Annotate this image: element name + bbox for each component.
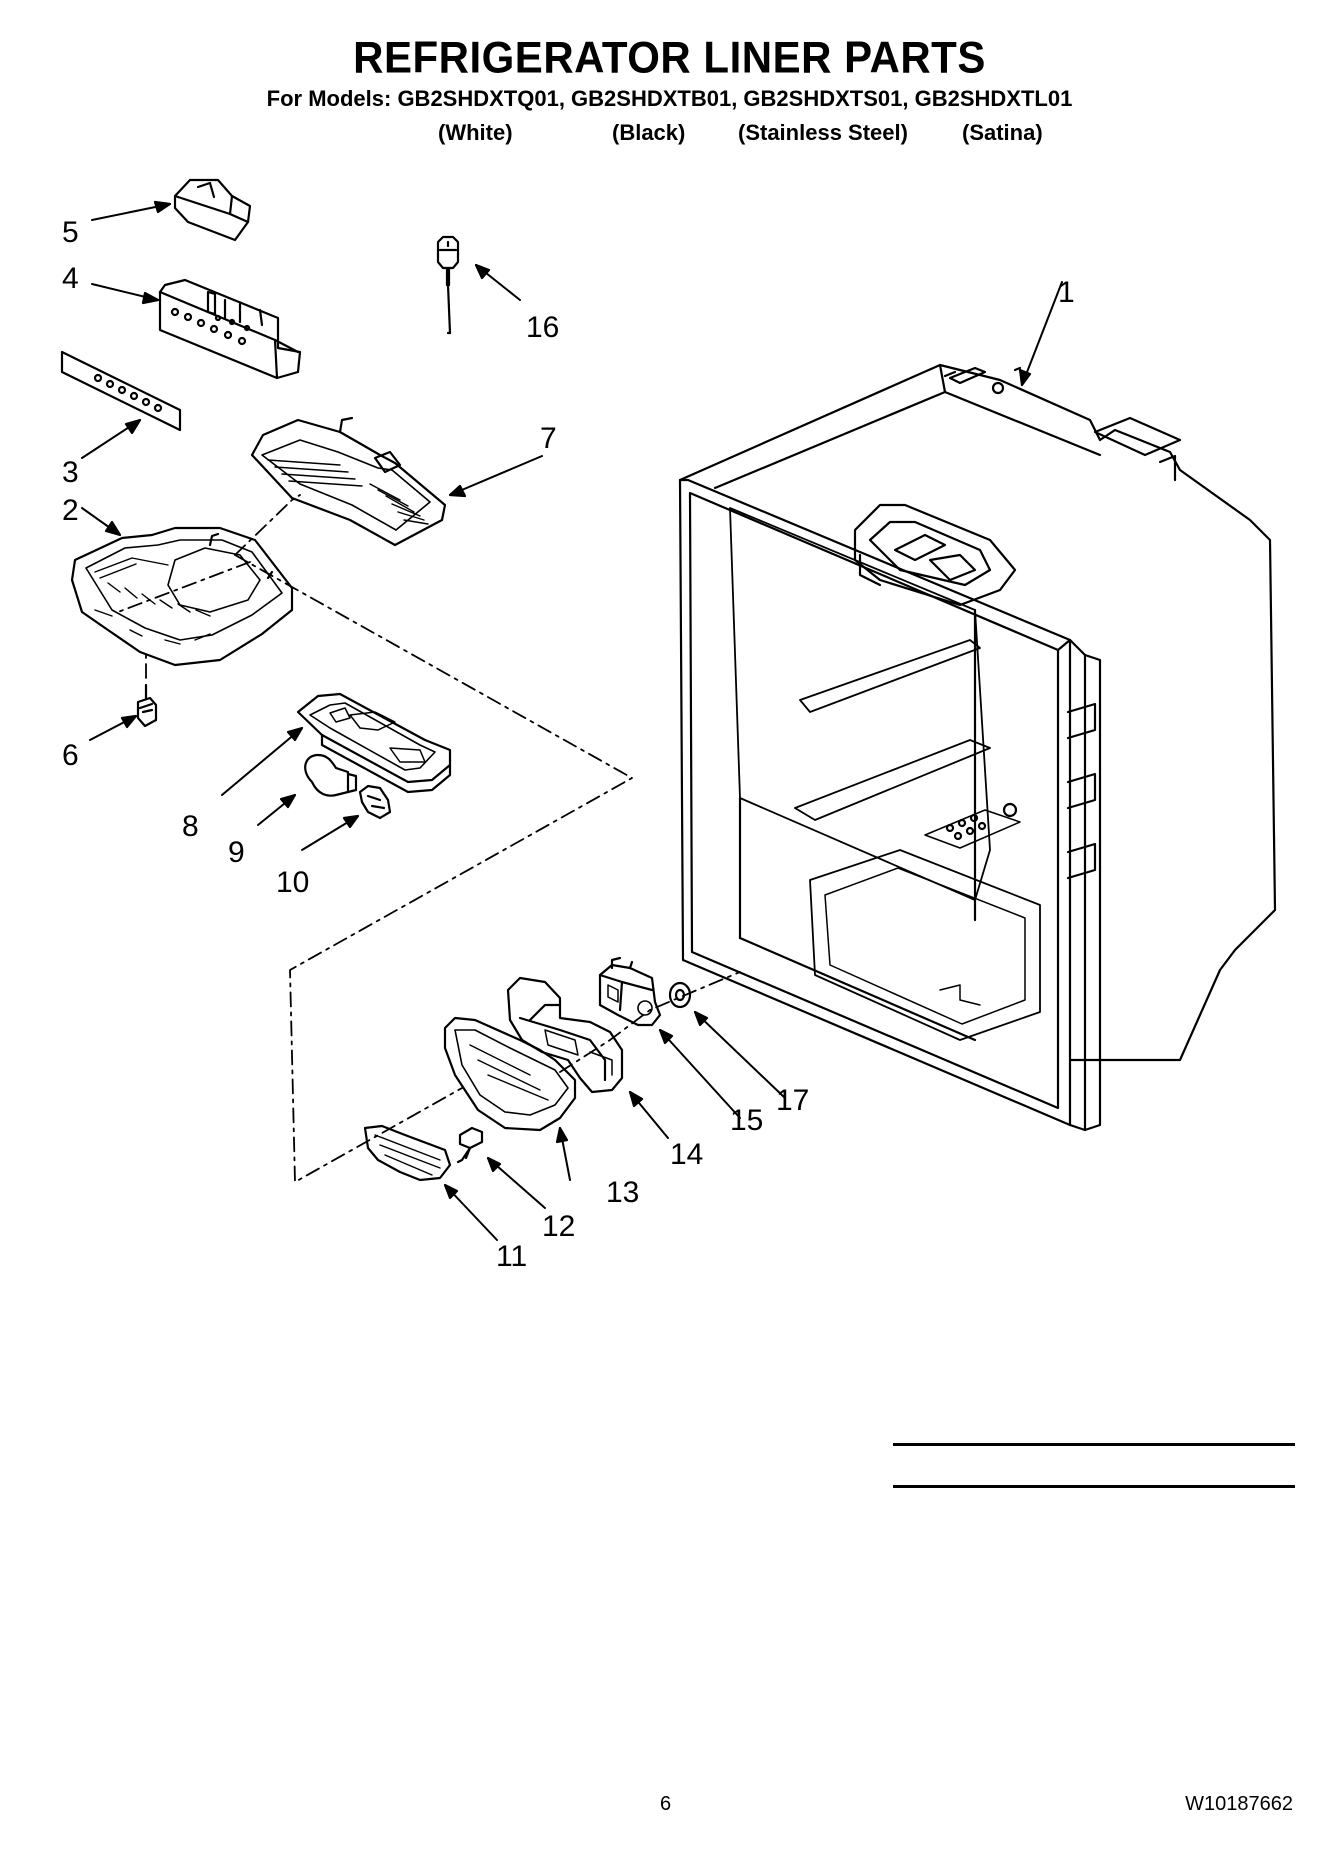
part-6-switch — [89, 683, 158, 741]
part-8-light-shield — [221, 692, 452, 796]
assembly-outline — [117, 554, 633, 1183]
part-14-housing — [506, 976, 669, 1139]
callout-13: 13 — [606, 1176, 640, 1209]
part-15-switch-block — [598, 956, 741, 1119]
blank-line-1 — [893, 1443, 1295, 1446]
assembly-outline-right — [559, 971, 741, 1073]
callout-3: 3 — [62, 456, 79, 489]
models-line: For Models: GB2SHDXTQ01, GB2SHDXTB01, GB… — [266, 86, 1073, 111]
callout-6: 6 — [62, 739, 79, 772]
callout-16-17: 17 — [776, 1084, 810, 1117]
part-3-overlay — [60, 350, 182, 459]
page-number: 6 — [660, 1793, 672, 1815]
callout-1: 1 — [1058, 276, 1075, 309]
callout-4: 4 — [62, 262, 79, 295]
part-7-diffuser — [250, 416, 543, 547]
callout-16: 16 — [526, 311, 560, 344]
part-16-thermistor — [436, 235, 521, 335]
callout-14: 14 — [670, 1138, 704, 1171]
callout-9: 9 — [228, 836, 245, 869]
part-10-socket — [301, 784, 392, 851]
part-12-screw — [456, 1126, 546, 1209]
part-17-grommet — [668, 981, 786, 1099]
finish-white: (White) — [438, 120, 513, 145]
document-number: W10187662 — [1185, 1793, 1293, 1815]
part-1-liner — [678, 281, 1277, 1132]
part-9-bulb — [257, 753, 358, 826]
part-13-cover — [443, 1016, 577, 1181]
callout-11: 11 — [496, 1240, 528, 1273]
callout-2: 2 — [62, 494, 79, 527]
part-4-control-housing — [91, 278, 302, 380]
finish-black: (Black) — [612, 120, 686, 145]
finish-satina: (Satina) — [962, 120, 1043, 145]
callout-5: 5 — [62, 216, 79, 249]
assembly-outline-top — [234, 494, 301, 556]
part-2-light-housing — [70, 507, 294, 667]
part-11-paddle — [363, 1124, 498, 1241]
callout-8: 8 — [182, 810, 199, 843]
callout-7: 7 — [540, 422, 557, 455]
callout-15: 15 — [730, 1104, 764, 1137]
part-5-bracket — [91, 178, 252, 242]
finish-stainless: (Stainless Steel) — [738, 120, 908, 145]
callout-12: 12 — [542, 1210, 576, 1243]
blank-line-2 — [893, 1485, 1295, 1488]
page-title: REFRIGERATOR LINER PARTS — [353, 32, 986, 83]
callout-10: 10 — [276, 866, 310, 899]
